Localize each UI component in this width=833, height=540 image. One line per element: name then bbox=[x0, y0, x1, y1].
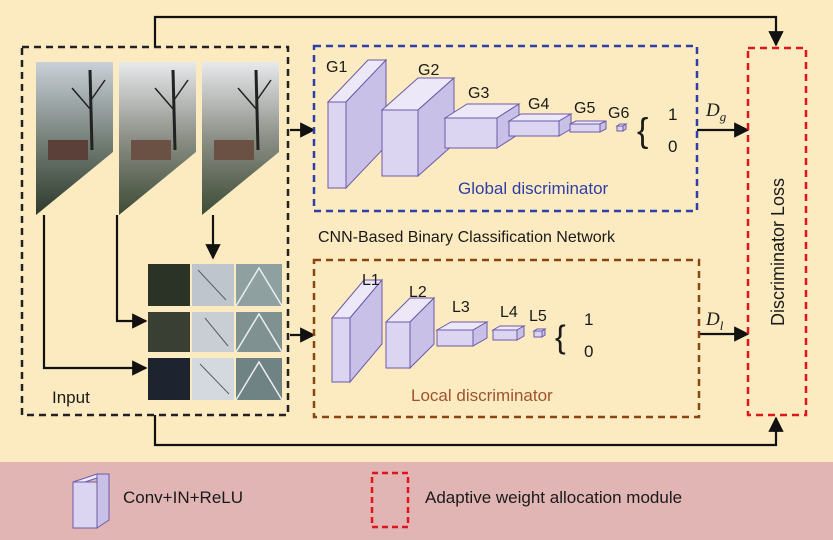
global-layer-cube-g3 bbox=[443, 103, 521, 149]
global-layer-label-g4: G4 bbox=[528, 96, 549, 113]
local-layer-cube-l3 bbox=[435, 321, 489, 347]
global-layer-label-g1: G1 bbox=[326, 59, 347, 76]
global-layer-label-g2: G2 bbox=[418, 62, 439, 79]
local-layer-label-l5: L5 bbox=[529, 308, 547, 325]
local-layer-cube-l4 bbox=[491, 325, 526, 341]
local-layer-cube-l1 bbox=[330, 278, 384, 384]
global-output-zero: 0 bbox=[668, 137, 677, 156]
global-layer-label-g3: G3 bbox=[468, 85, 489, 102]
local-output-one: 1 bbox=[584, 310, 593, 329]
global-output-one: 1 bbox=[668, 105, 677, 124]
global-layer-label-g5: G5 bbox=[574, 100, 595, 117]
local-layer-cube-l5 bbox=[532, 328, 547, 338]
global-layer-cube-g4 bbox=[507, 113, 573, 137]
connectors bbox=[42, 15, 784, 447]
local-layer-cube-l2 bbox=[384, 296, 436, 370]
global-layer-label-g6: G6 bbox=[608, 105, 629, 122]
global-discriminator-label: Global discriminator bbox=[458, 179, 609, 198]
legend-panel bbox=[0, 462, 833, 540]
local-layer-label-l4: L4 bbox=[500, 304, 518, 321]
global-layer-cube-g6 bbox=[615, 123, 628, 132]
image1-to-patches-arrow bbox=[42, 215, 148, 376]
legend-adaptive-label: Adaptive weight allocation module bbox=[425, 488, 682, 507]
top-loop-arrow bbox=[153, 15, 784, 47]
global-layer-cube-g5 bbox=[569, 120, 607, 133]
global-output-brace: { bbox=[637, 112, 648, 150]
discriminator-loss-label: Discriminator Loss bbox=[768, 178, 788, 326]
global-discriminator-box bbox=[312, 44, 699, 213]
local-layer-stack bbox=[330, 278, 547, 384]
legend-adaptive-swatch bbox=[370, 471, 410, 529]
global-output-symbol: Dg bbox=[705, 100, 727, 124]
local-layer-label-l3: L3 bbox=[452, 299, 470, 316]
network-title: CNN-Based Binary Classification Network bbox=[318, 229, 616, 246]
input-image-1 bbox=[36, 62, 113, 215]
global-layer-cube-g2 bbox=[380, 76, 456, 178]
discriminator-loss-box bbox=[746, 46, 808, 417]
input-label: Input bbox=[52, 388, 90, 407]
legend-conv-cube-icon bbox=[72, 473, 110, 529]
local-discriminator-label: Local discriminator bbox=[411, 386, 553, 405]
local-output-zero: 0 bbox=[584, 342, 593, 361]
legend-conv-label: Conv+IN+ReLU bbox=[123, 488, 243, 507]
input-image-3 bbox=[202, 62, 279, 215]
local-layer-label-l1: L1 bbox=[362, 272, 380, 289]
local-discriminator-box bbox=[312, 258, 701, 419]
local-output-symbol: Dl bbox=[705, 309, 724, 333]
global-layer-cube-g1 bbox=[326, 58, 388, 190]
bottom-loop-arrow bbox=[153, 415, 784, 447]
image2-to-patches-arrow bbox=[115, 215, 148, 329]
local-patches bbox=[148, 264, 283, 401]
local-layer-label-l2: L2 bbox=[409, 284, 427, 301]
global-layer-stack bbox=[326, 58, 628, 190]
local-output-brace: { bbox=[555, 319, 566, 355]
input-image-2 bbox=[119, 62, 196, 215]
